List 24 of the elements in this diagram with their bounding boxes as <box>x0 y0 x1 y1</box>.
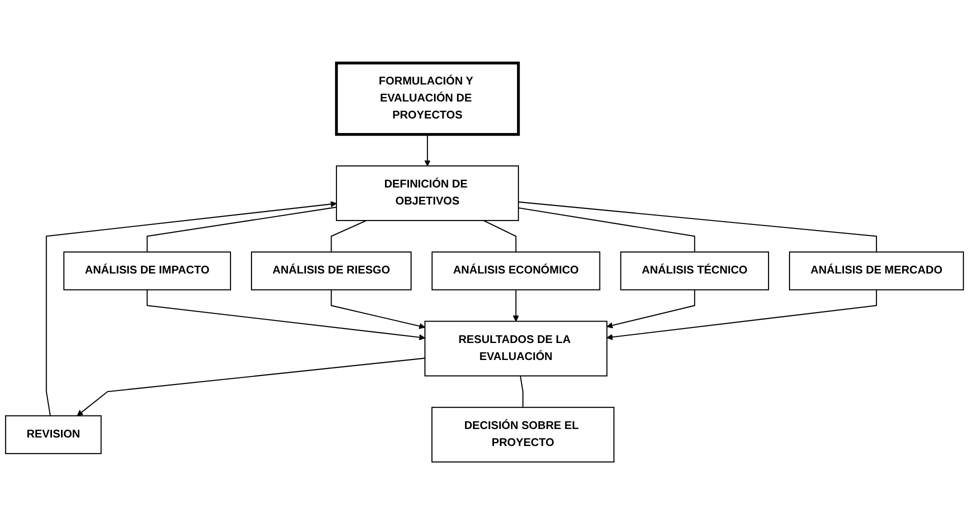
node-box: DEFINICIÓN DE OBJETIVOS <box>336 165 519 222</box>
arrow <box>606 290 877 340</box>
node-box: RESULTADOS DE LA EVALUACIÓN <box>424 320 608 376</box>
arrow <box>46 201 337 416</box>
connector <box>518 207 696 252</box>
connector <box>330 220 367 252</box>
connector <box>483 220 516 252</box>
node-box: ANÁLISIS TÉCNICO <box>620 251 770 290</box>
arrow <box>512 290 519 322</box>
arrow <box>330 290 426 330</box>
connector <box>518 201 877 252</box>
node-box: ANÁLISIS ECONÓMICO <box>432 251 600 290</box>
node-box: DECISIÓN SOBRE EL PROYECTO <box>431 406 614 462</box>
arrow <box>146 290 426 340</box>
node-box: ANÁLISIS DE IMPACTO <box>63 251 232 290</box>
connector <box>520 376 524 408</box>
node-box: FORMULACIÓN Y EVALUACIÓN DE PROYECTOS <box>335 62 520 136</box>
arrow <box>424 134 431 166</box>
arrow <box>76 358 425 416</box>
node-box: ANÁLISIS DE RIESGO <box>250 251 412 290</box>
arrow <box>606 290 696 328</box>
node-box: ANÁLISIS DE MERCADO <box>788 251 964 290</box>
connector <box>146 206 337 252</box>
node-box: REVISION <box>5 415 102 454</box>
